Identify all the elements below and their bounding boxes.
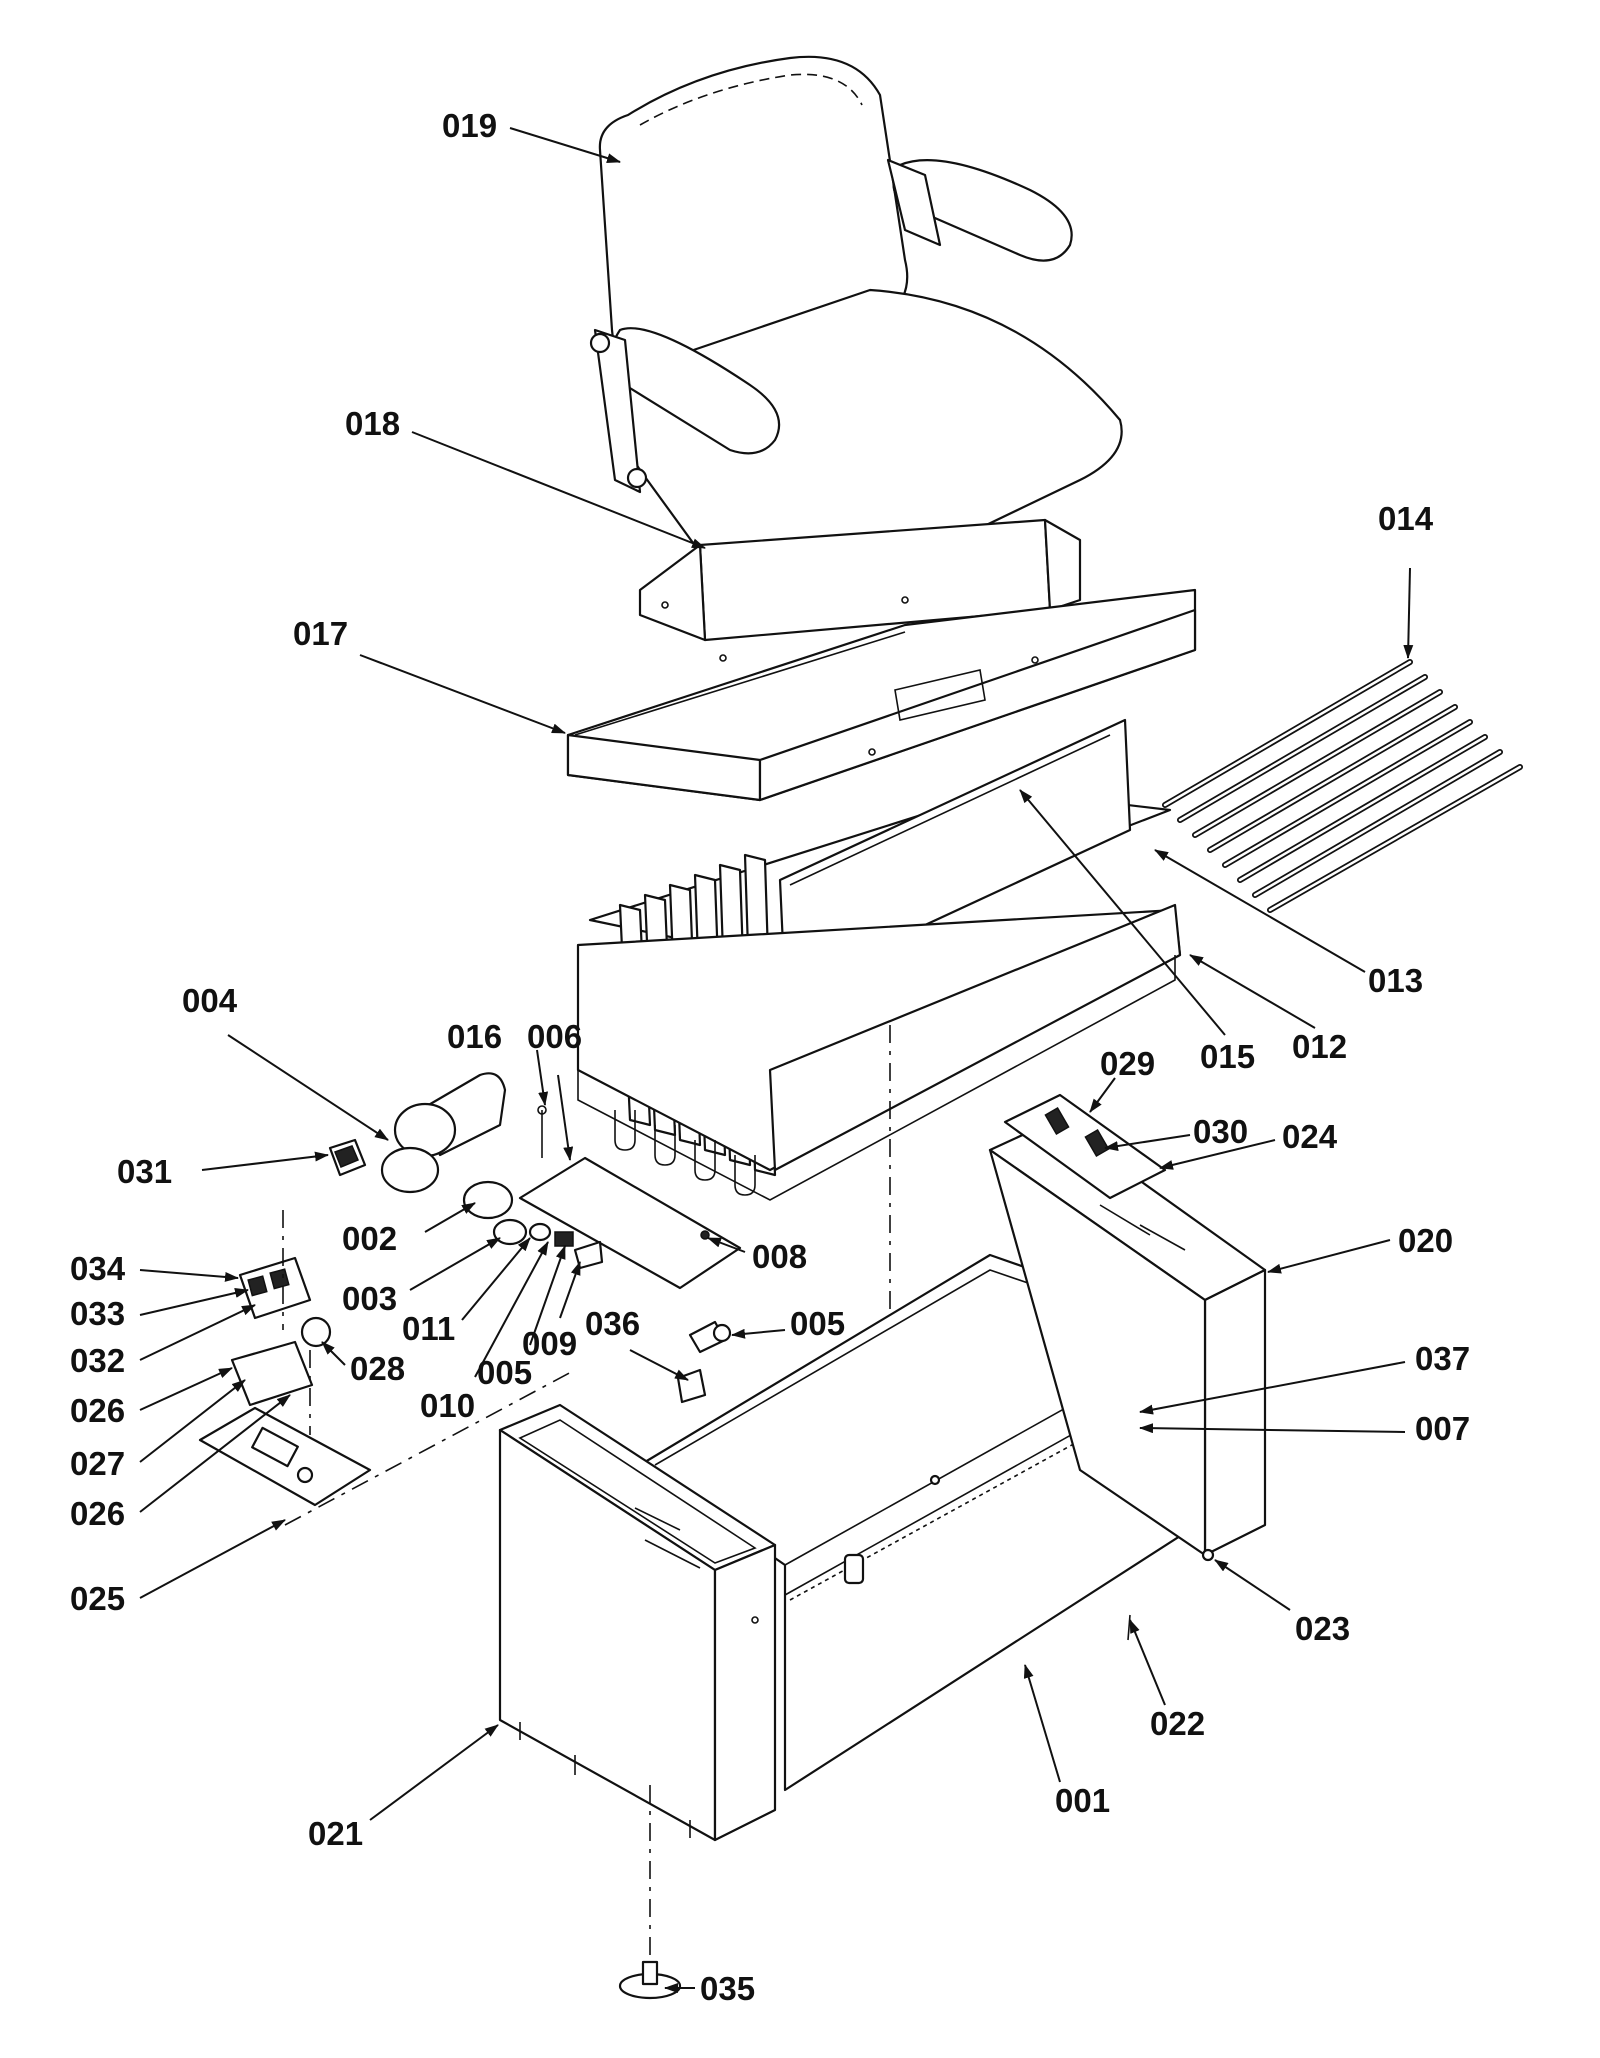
label-032: 032	[70, 1342, 125, 1379]
label-011: 011	[402, 1310, 455, 1347]
label-020: 020	[1398, 1222, 1453, 1259]
label-022: 022	[1150, 1705, 1205, 1742]
label-016: 016	[447, 1018, 502, 1055]
label-033: 033	[70, 1295, 125, 1332]
heater-tube-ends	[614, 1110, 756, 1196]
label-004: 004	[182, 982, 238, 1019]
label-023: 023	[1295, 1610, 1350, 1647]
label-021: 021	[308, 1815, 363, 1852]
heater-element-assembly	[576, 718, 1182, 1330]
label-008: 008	[752, 1238, 807, 1275]
label-027: 027	[70, 1445, 125, 1482]
label-009: 009	[522, 1325, 577, 1362]
label-003: 003	[342, 1280, 397, 1317]
callout-leader-lines	[139, 127, 1414, 1993]
seat-assembly	[589, 55, 1123, 642]
label-035: 035	[700, 1970, 755, 2007]
label-018: 018	[345, 405, 400, 442]
label-013: 013	[1368, 962, 1423, 999]
label-037: 037	[1415, 1340, 1470, 1377]
label-034: 034	[70, 1250, 126, 1287]
label-028: 028	[350, 1350, 405, 1387]
label-036: 036	[585, 1305, 640, 1342]
label-007: 007	[1415, 1410, 1470, 1447]
label-029: 029	[1100, 1045, 1155, 1082]
main-cabinet	[498, 1093, 1267, 2000]
label-025: 025	[70, 1580, 125, 1617]
label-012: 012	[1292, 1028, 1347, 1065]
label-019: 019	[442, 107, 497, 144]
label-005a: 005	[477, 1354, 532, 1391]
top-lid-panel	[566, 588, 1197, 802]
label-015: 015	[1200, 1038, 1255, 1075]
label-024: 024	[1282, 1118, 1338, 1155]
part-number-labels: 019 018 017 014 013 012 015 004 016 006 …	[70, 107, 1470, 2007]
label-006: 006	[527, 1018, 582, 1055]
label-005b: 005	[790, 1305, 845, 1342]
label-001: 001	[1055, 1782, 1110, 1819]
label-002: 002	[342, 1220, 397, 1257]
label-014: 014	[1378, 500, 1434, 537]
control-plate-assembly	[380, 1072, 742, 1404]
label-010: 010	[420, 1387, 475, 1424]
label-030: 030	[1193, 1113, 1248, 1150]
label-026a: 026	[70, 1392, 125, 1429]
label-031: 031	[117, 1153, 172, 1190]
label-017: 017	[293, 615, 348, 652]
label-026b: 026	[70, 1495, 125, 1532]
heating-rods	[1162, 659, 1523, 913]
